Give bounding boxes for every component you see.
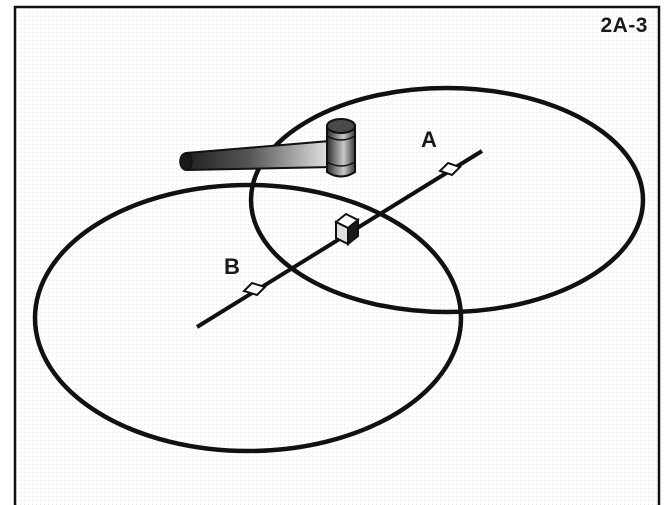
panel-frame [13, 5, 661, 505]
hammer-icon [179, 118, 356, 178]
panel-background [14, 6, 660, 505]
zone-ellipse-a [248, 85, 646, 315]
figure-label: 2A-3 [600, 14, 648, 37]
diamond-marker-icon [438, 161, 462, 177]
point-a-label: A [421, 127, 437, 152]
point-b-label: B [224, 254, 240, 279]
diamond-marker-icon [242, 281, 267, 297]
zone-ellipse-b [32, 182, 464, 454]
cube-icon [334, 212, 360, 247]
